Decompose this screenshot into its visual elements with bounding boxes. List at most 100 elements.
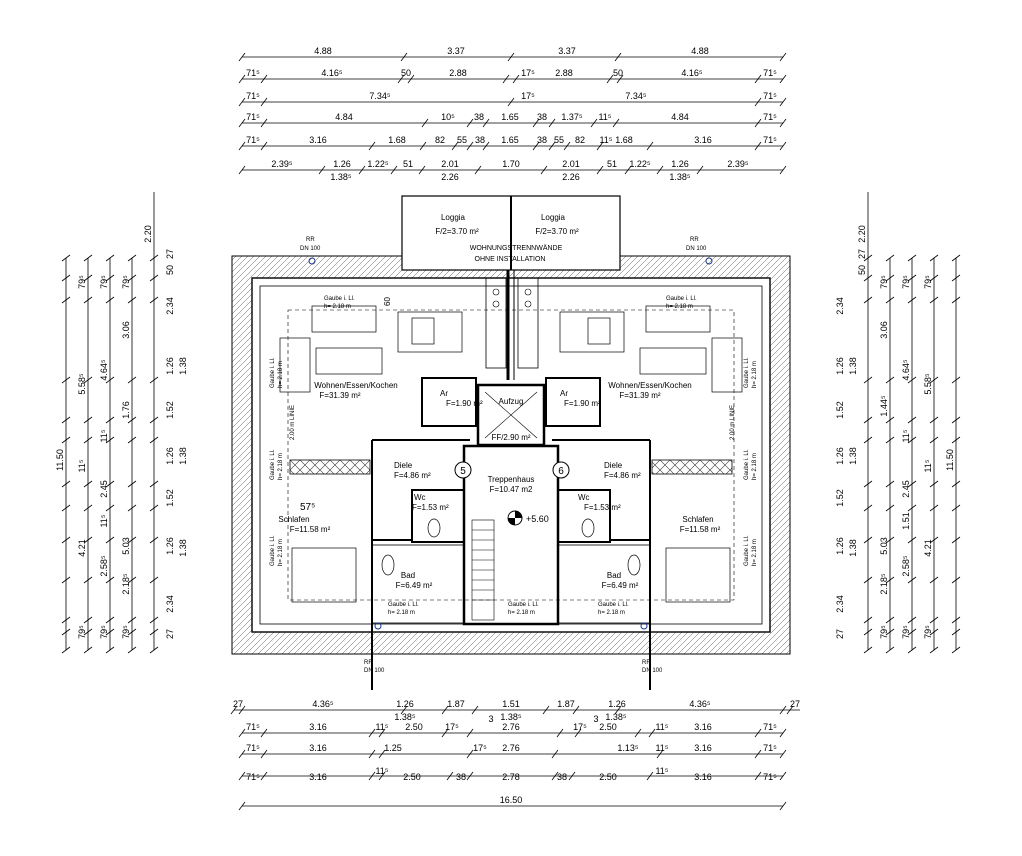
room-name: Diele — [394, 461, 413, 470]
dimension-tick — [471, 705, 479, 715]
dim-label: 11.50 — [55, 449, 65, 471]
dim-label: 1.76 — [121, 401, 131, 419]
dim-label: 3.16 — [694, 135, 712, 145]
dimension-tick — [105, 576, 115, 584]
dimension-tick — [407, 74, 415, 84]
dimension-tick — [105, 436, 115, 444]
dimension-tick — [260, 74, 268, 84]
wall-dormer-label: h= 2.18 m — [278, 453, 284, 480]
dimension-tick — [885, 504, 895, 512]
dim-label: 2.76 — [502, 743, 520, 753]
dim-label: 71⁵ — [246, 722, 260, 732]
dimension-tick — [83, 274, 93, 282]
dim-label: 17⁵ — [521, 91, 535, 101]
dimension-tick — [466, 771, 474, 781]
room-area: F=6.49 m² — [602, 581, 639, 590]
dim-label: 27 — [835, 629, 845, 639]
dimension-tick — [238, 801, 246, 811]
dimension-tick — [105, 536, 115, 544]
dim-label: 11⁵ — [599, 135, 612, 145]
dim-label: 2.20 — [143, 225, 153, 243]
dimension-tick — [482, 141, 490, 151]
downpipe-label: DN 100 — [686, 246, 707, 252]
dim-label: 11⁵ — [655, 766, 668, 776]
dim-label: 38 — [456, 772, 466, 782]
dimension-tick — [779, 52, 787, 62]
dimension-tick — [616, 74, 624, 84]
dim-label: 27 — [165, 249, 175, 259]
room-area: F=4.86 m² — [604, 471, 641, 480]
dimension-tick — [368, 141, 376, 151]
dimension-tick — [466, 141, 474, 151]
room-area: F/2=3.70 m² — [535, 227, 579, 236]
downpipe-label: DN 100 — [364, 668, 385, 674]
dimension-tick — [238, 97, 246, 107]
dim-label: 38 — [537, 135, 547, 145]
dim-label: 82 — [435, 135, 445, 145]
dimension-tick — [907, 504, 917, 512]
dimension-tick — [929, 628, 939, 636]
dim-label: 82 — [575, 135, 585, 145]
dimension-tick — [907, 480, 917, 488]
dimension-tick — [83, 416, 93, 424]
wall-dormer-label: h= 2.18 m — [752, 453, 758, 480]
room-name: Loggia — [441, 213, 466, 222]
dim-label: 71⁵ — [246, 743, 260, 753]
dimension-tick — [614, 52, 622, 62]
dimension-tick — [230, 705, 238, 715]
dim-label: 79⁵ — [77, 625, 87, 639]
dim-label: 16.50 — [500, 795, 523, 805]
dimension-tick — [907, 376, 917, 384]
dimension-tick — [885, 254, 895, 262]
dim-label: 2.45 — [901, 480, 911, 498]
dim-label: 1.52 — [835, 489, 845, 507]
dormer-label: h= 2.18 m — [666, 304, 693, 310]
dim-label: 2.88 — [555, 68, 573, 78]
dimension-tick — [149, 254, 159, 262]
dim-label: 71⁵ — [763, 743, 777, 753]
room-area: F=31.39 m² — [319, 391, 360, 400]
dim-label: 11⁵ — [655, 743, 668, 753]
dimension-tick — [238, 52, 246, 62]
dim-label: 4.21 — [923, 539, 933, 557]
dim-label: 71⁵ — [763, 112, 777, 122]
dimension-tick — [466, 118, 474, 128]
dimension-tick — [260, 728, 268, 738]
dimension-tick — [127, 376, 137, 384]
wall-dormer-label: h= 2.18 m — [752, 361, 758, 388]
dim-label: 2.50 — [405, 722, 423, 732]
dim-label: 1.68 — [388, 135, 406, 145]
dormer-label: h= 2.18 m — [598, 610, 625, 616]
dim-label: 71⁵ — [246, 91, 260, 101]
dim-label: 2.50 — [599, 722, 617, 732]
dimension-tick — [83, 480, 93, 488]
dim-label: 7.34⁵ — [625, 91, 647, 101]
dim-label: 1.52 — [835, 401, 845, 419]
dim-label: 27 — [857, 249, 867, 259]
dimension-tick — [951, 616, 961, 624]
dimension-tick — [951, 576, 961, 584]
dimension-tick — [451, 141, 459, 151]
dimension-tick — [105, 504, 115, 512]
dimension-tick — [863, 480, 873, 488]
left-dimension-chains — [61, 192, 159, 654]
room-name: Bad — [607, 571, 621, 580]
dim-label: 3.16 — [309, 722, 327, 732]
dim-label: 11⁵ — [901, 429, 911, 442]
dimension-tick — [951, 504, 961, 512]
dim-label: 55 — [457, 135, 467, 145]
dimension-tick — [105, 416, 115, 424]
dimension-tick — [907, 274, 917, 282]
dim-label: 50 — [857, 265, 867, 275]
dim-label: 3.16 — [309, 743, 327, 753]
dim-label: 10⁵ — [441, 112, 455, 122]
dimension-tick — [61, 376, 71, 384]
dim-label: 11⁵ — [598, 112, 611, 122]
dim-label: 5.58⁵ — [923, 373, 933, 395]
dimension-tick — [885, 416, 895, 424]
dimension-tick — [929, 646, 939, 654]
dim-label: 2.34 — [835, 595, 845, 613]
dimension-tick — [754, 74, 762, 84]
dim-label: 1.26 — [165, 537, 175, 555]
dim-label: 2.78 — [502, 772, 520, 782]
